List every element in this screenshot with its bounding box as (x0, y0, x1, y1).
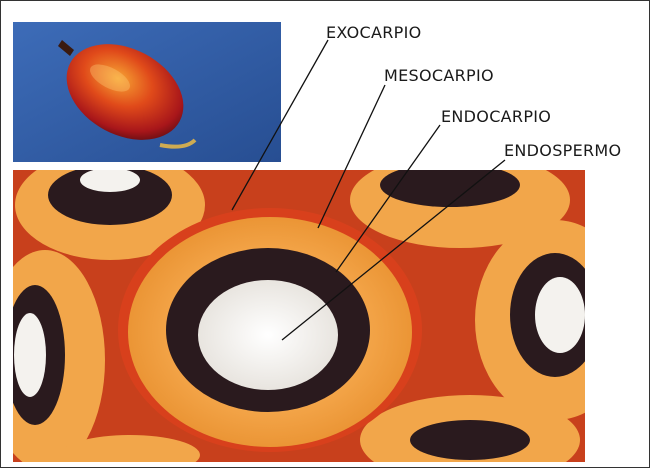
label-mesocarp: MESOCARPIO (384, 66, 494, 85)
label-endocarp: ENDOCARPIO (441, 107, 551, 126)
label-exocarp: EXOCARPIO (326, 23, 422, 42)
whole-fruit-photo (13, 22, 281, 162)
cross-section-photo (0, 150, 635, 470)
label-endosperm: ENDOSPERMO (504, 141, 621, 160)
